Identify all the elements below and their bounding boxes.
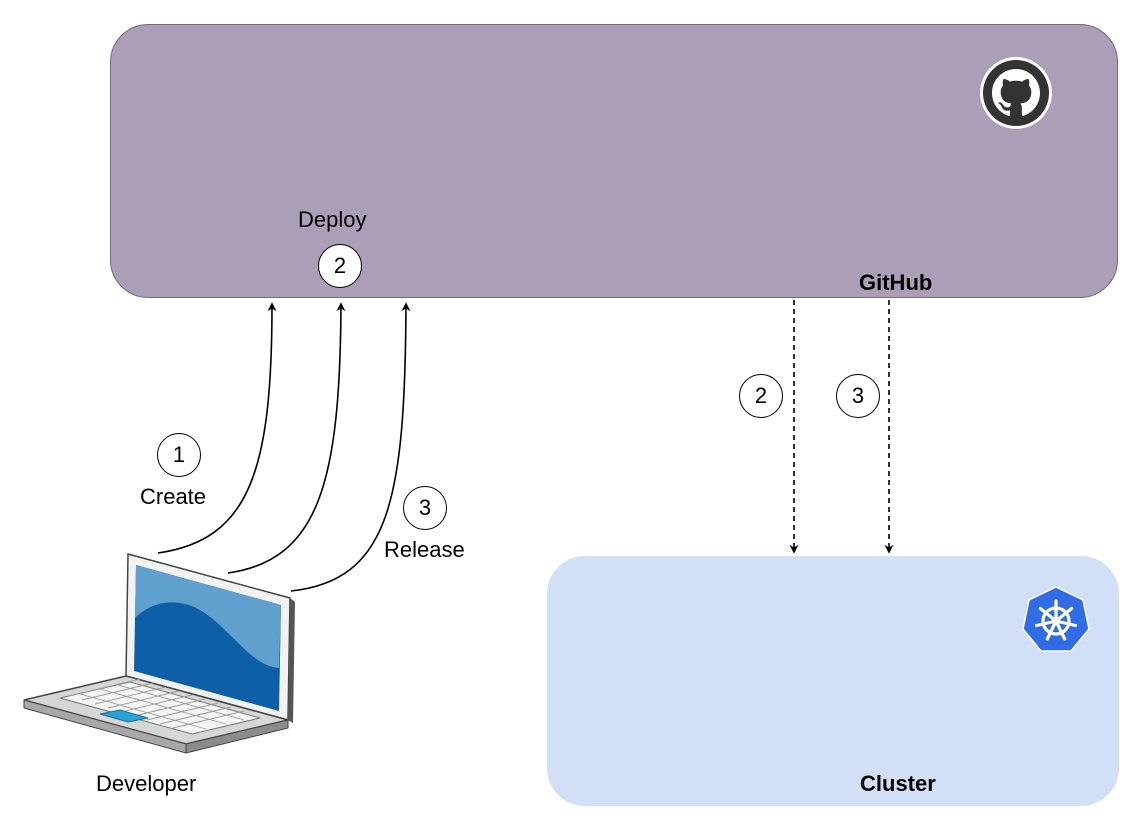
cluster-box bbox=[547, 556, 1119, 806]
github-octocat-icon bbox=[978, 55, 1054, 131]
github-box bbox=[110, 24, 1118, 298]
deploy-step-badge: 2 bbox=[318, 244, 362, 288]
release-step-badge: 3 bbox=[403, 486, 447, 530]
release-label: Release bbox=[384, 537, 465, 562]
cluster-label: Cluster bbox=[860, 771, 936, 796]
developer-label: Developer bbox=[96, 771, 197, 796]
kubernetes-helm-wheel-icon bbox=[1020, 584, 1092, 654]
release-arrow bbox=[290, 302, 411, 592]
cluster-sync-step-2-badge: 2 bbox=[739, 374, 783, 418]
cluster-sync-step-3-badge: 3 bbox=[836, 374, 880, 418]
create-step-badge: 1 bbox=[157, 433, 201, 477]
create-label: Create bbox=[140, 484, 207, 509]
deploy-arrow bbox=[227, 302, 346, 574]
github-label: GitHub bbox=[859, 270, 933, 295]
create-arrow bbox=[157, 302, 277, 554]
laptop-icon bbox=[20, 548, 295, 754]
deploy-label: Deploy bbox=[298, 207, 367, 232]
